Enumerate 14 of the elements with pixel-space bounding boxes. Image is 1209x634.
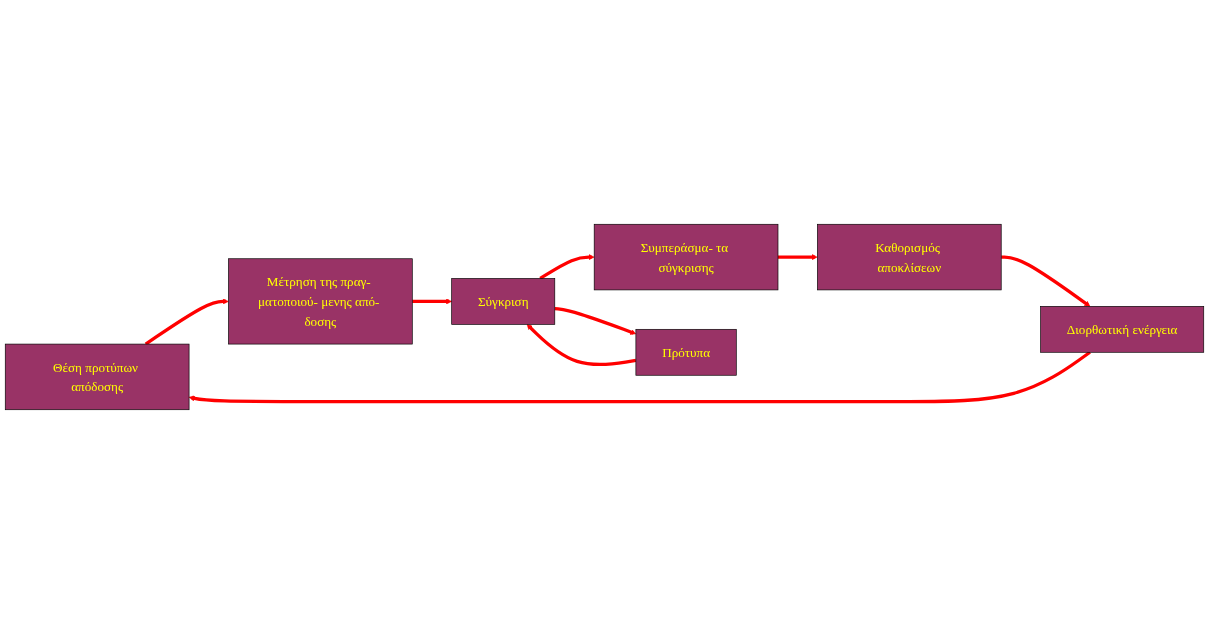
arrow	[539, 254, 595, 280]
node-box: Θέση προτύπων απόδοσης	[4, 343, 190, 411]
node-box: Πρότυπα	[635, 329, 737, 376]
arrow	[778, 254, 818, 260]
arrow	[554, 306, 637, 335]
node-box: Σύγκριση	[451, 278, 556, 325]
node-box: Συμπεράσμα- τα σύγκρισης	[593, 223, 779, 291]
node-box: Μέτρηση της πραγ- ματοποιού- μενης από- δοσης	[228, 258, 413, 345]
node-box: Διορθωτική ενέργεια	[1040, 306, 1205, 353]
arrow	[144, 298, 229, 346]
arrow	[526, 324, 637, 367]
arrow	[1001, 255, 1091, 307]
node-box: Καθορισμός αποκλίσεων	[817, 223, 1002, 291]
arrow	[412, 298, 452, 305]
